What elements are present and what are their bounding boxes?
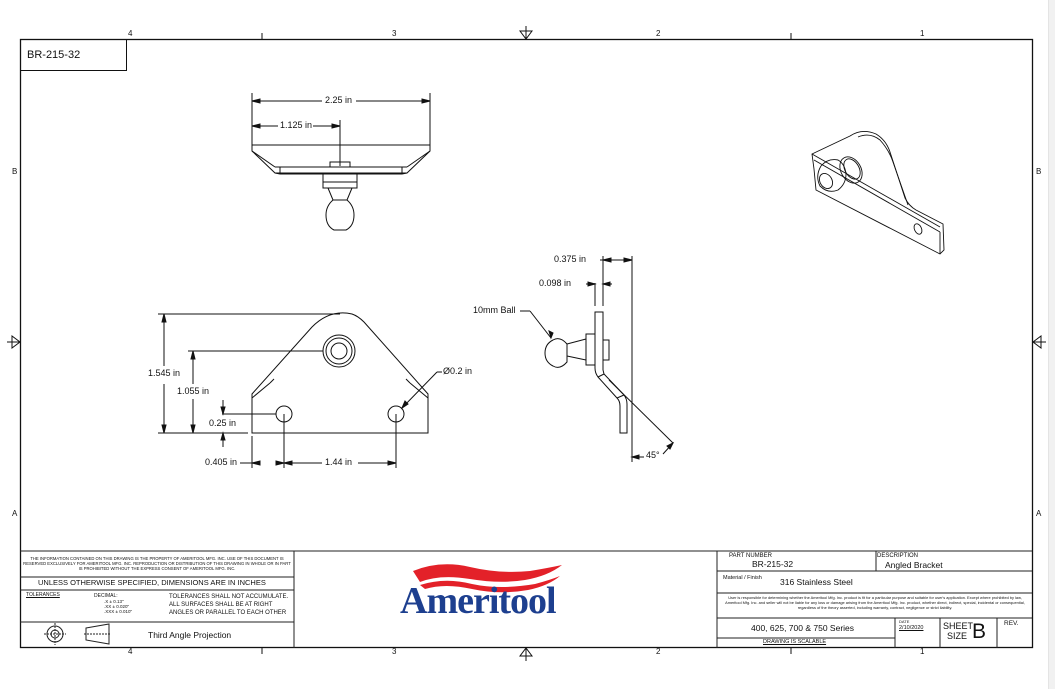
dim-plate-thickness: 0.098 in — [538, 278, 573, 288]
ameritool-logo-swoosh — [413, 564, 562, 593]
zone-label-right-a: A — [1036, 509, 1042, 518]
tolerance-x: .X ± 0.13" — [104, 599, 124, 604]
rev-label: REV. — [1004, 620, 1019, 627]
part-number-value: BR-215-32 — [752, 559, 794, 569]
size-label: SIZE — [947, 631, 968, 641]
liability-disclaimer: User is responsible for determining whet… — [725, 595, 1025, 610]
dim-hole-diameter: Ø0.2 in — [442, 366, 474, 376]
scalable-note: DRAWING IS SCALABLE — [763, 639, 827, 645]
projection-method: Third Angle Projection — [148, 630, 232, 640]
dim-overall-width: 2.25 in — [324, 95, 354, 105]
ameritool-logo: Ameritool — [400, 580, 557, 622]
tolerance-note-2: ALL SURFACES SHALL BE AT RIGHT — [169, 602, 273, 608]
material-value: 316 Stainless Steel — [780, 577, 853, 587]
tolerance-note-1: TOLERANCES SHALL NOT ACCUMULATE. — [169, 594, 289, 600]
description-label: DESCRIPTION — [877, 553, 919, 559]
zone-label-left-b: B — [12, 167, 18, 176]
zone-label-bottom-1: 1 — [920, 647, 925, 656]
date-label: DATE — [899, 619, 910, 624]
dim-bend-angle: 45° — [645, 450, 661, 460]
tolerance-xxx: .XXX ± 0.010" — [104, 609, 133, 614]
zone-label-top-4: 4 — [128, 29, 133, 38]
dim-overall-height: 1.545 in — [147, 368, 182, 378]
part-tag: BR-215-32 — [27, 49, 81, 61]
proprietary-notice: THE INFORMATION CONTAINED ON THIS DRAWIN… — [23, 556, 291, 571]
tolerance-note-3: ANGLES OR PARALLEL TO EACH OTHER — [169, 610, 287, 616]
zone-label-top-2: 2 — [656, 29, 661, 38]
zone-label-bottom-4: 4 — [128, 647, 133, 656]
date-value: 2/10/2020 — [899, 625, 924, 631]
series-label: 400, 625, 700 & 750 Series — [751, 623, 855, 633]
dim-offset-depth: 0.375 in — [553, 254, 588, 264]
zone-label-top-1: 1 — [920, 29, 925, 38]
material-label: Material / Finish — [723, 575, 762, 581]
dim-half-width: 1.125 in — [279, 120, 314, 130]
tolerance-xx: .XX ± 0.020" — [104, 604, 130, 609]
zone-label-left-a: A — [12, 509, 18, 518]
decimal-label: DECIMAL: — [94, 593, 118, 599]
dim-hole-spacing: 1.44 in — [324, 457, 354, 467]
first-angle-circle-icon — [46, 625, 64, 643]
zone-label-bottom-3: 3 — [392, 647, 397, 656]
dim-stud-height: 1.055 in — [176, 386, 211, 396]
description-value: Angled Bracket — [885, 560, 943, 570]
dim-hole-height: 0.25 in — [208, 418, 238, 428]
projection-cone-icon — [85, 624, 111, 644]
units-note: UNLESS OTHERWISE SPECIFIED, DIMENSIONS A… — [38, 578, 266, 587]
dim-hole-offset: 0.405 in — [204, 457, 239, 467]
ball-callout: 10mm Ball — [472, 305, 517, 315]
viewer-edge — [1048, 0, 1055, 689]
zone-label-right-b: B — [1036, 167, 1042, 176]
zone-label-top-3: 3 — [392, 29, 397, 38]
sheet-size-value: B — [972, 620, 987, 643]
part-number-label: PART NUMBER — [729, 553, 773, 559]
tolerances-label: TOLERANCES — [26, 592, 60, 598]
sheet-label: SHEET — [943, 621, 974, 631]
zone-label-bottom-2: 2 — [656, 647, 661, 656]
